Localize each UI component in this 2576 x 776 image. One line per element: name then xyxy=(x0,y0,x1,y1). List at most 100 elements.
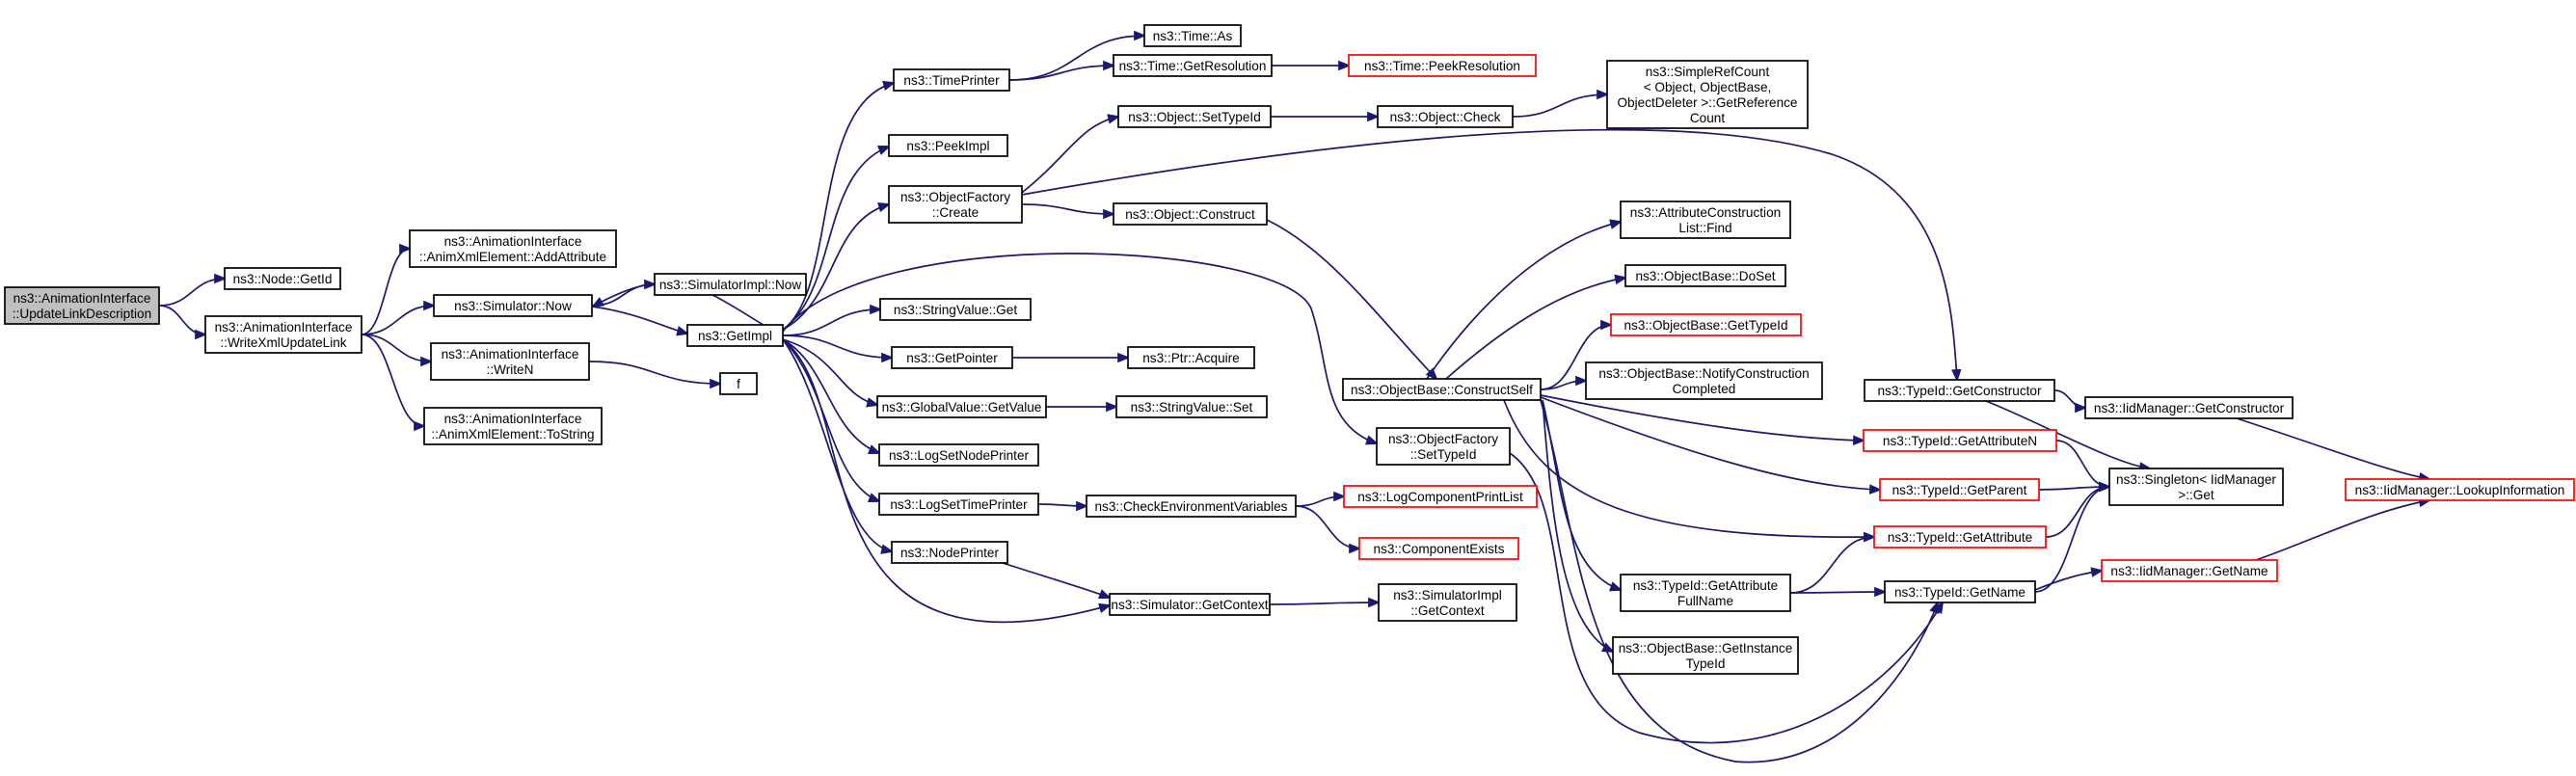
call-edge xyxy=(1045,401,1119,413)
graph-node-object-construct[interactable]: ns3::Object::Construct xyxy=(1113,202,1268,226)
graph-node-time-as[interactable]: ns3::Time::As xyxy=(1143,24,1242,47)
call-edge xyxy=(1295,505,1362,554)
graph-node-typeid-get-name[interactable]: ns3::TypeId::GetName xyxy=(1884,580,2036,603)
node-label-line: ns3::Time::GetResolution xyxy=(1119,59,1267,73)
graph-node-log-component-print-list[interactable]: ns3::LogComponentPrintList xyxy=(1343,485,1538,508)
graph-node-objectbase-doset[interactable]: ns3::ObjectBase::DoSet xyxy=(1624,264,1786,287)
node-label-line: ::WriteN xyxy=(487,362,534,377)
graph-node-objectbase-gettypeid[interactable]: ns3::ObjectBase::GetTypeId xyxy=(1610,313,1802,336)
graph-node-peek-impl[interactable]: ns3::PeekImpl xyxy=(888,134,1008,157)
call-edge-line xyxy=(1269,602,1380,605)
node-label-line: ns3::TypeId::GetAttributeN xyxy=(1883,434,2037,448)
node-label-line: ns3::ObjectBase::ConstructSelf xyxy=(1351,383,1533,397)
call-edge-arrowhead xyxy=(870,304,883,315)
graph-node-log-set-node-printer[interactable]: ns3::LogSetNodePrinter xyxy=(878,443,1039,467)
graph-node-typeid-get-attribute-n[interactable]: ns3::TypeId::GetAttributeN xyxy=(1863,429,2057,452)
graph-node-node-getid[interactable]: ns3::Node::GetId xyxy=(224,267,341,290)
node-box xyxy=(1863,429,2057,452)
call-edge-arrowhead xyxy=(214,273,228,284)
graph-node-write-xml-update-link[interactable]: ns3::AnimationInterface::WriteXmlUpdateL… xyxy=(204,315,362,354)
graph-node-log-set-time-printer[interactable]: ns3::LogSetTimePrinter xyxy=(878,493,1039,516)
node-box xyxy=(2101,559,2278,582)
node-box xyxy=(1377,105,1514,128)
graph-node-iidmanager-get-constructor[interactable]: ns3::IidManager::GetConstructor xyxy=(2084,396,2294,419)
graph-node-typeid-get-parent[interactable]: ns3::TypeId::GetParent xyxy=(1879,478,2040,501)
graph-node-check-env-vars[interactable]: ns3::CheckEnvironmentVariables xyxy=(1086,495,1297,518)
node-box xyxy=(1620,201,1791,239)
graph-node-object-factory-settypeid[interactable]: ns3::ObjectFactory::SetTypeId xyxy=(1376,427,1511,466)
node-label-line: ns3::Time::PeekResolution xyxy=(1364,59,1520,73)
graph-node-simple-ref-count[interactable]: ns3::SimpleRefCount< Object, ObjectBase,… xyxy=(1606,60,1809,129)
call-edge xyxy=(1542,399,1616,654)
node-label-line: ns3::CheckEnvironmentVariables xyxy=(1095,499,1288,514)
graph-node-write-n[interactable]: ns3::AnimationInterface::WriteN xyxy=(430,342,590,381)
call-edge-line xyxy=(1509,452,1944,744)
graph-node-f[interactable]: f xyxy=(719,372,758,395)
node-label-line: ns3::ObjectFactory xyxy=(900,190,1010,204)
graph-node-simulator-now[interactable]: ns3::Simulator::Now xyxy=(433,294,593,317)
call-edge-arrowhead xyxy=(399,243,413,254)
graph-node-objectbase-construct-self[interactable]: ns3::ObjectBase::ConstructSelf xyxy=(1342,378,1542,401)
graph-node-global-value-getvalue[interactable]: ns3::GlobalValue::GetValue xyxy=(876,395,1047,418)
node-box xyxy=(430,342,590,381)
graph-node-get-pointer[interactable]: ns3::GetPointer xyxy=(891,346,1013,369)
call-edge-line xyxy=(1789,591,1886,594)
call-edge xyxy=(1789,586,1888,598)
graph-node-object-check[interactable]: ns3::Object::Check xyxy=(1377,105,1514,128)
call-edge-line xyxy=(1512,94,1608,118)
node-label-line: ::WriteXmlUpdateLink xyxy=(220,335,346,350)
graph-node-to-string[interactable]: ns3::AnimationInterface::AnimXmlElement:… xyxy=(423,407,603,445)
node-label-line: ns3::AnimationInterface xyxy=(215,320,353,334)
graph-node-singleton-get[interactable]: ns3::Singleton< IidManager>::Get xyxy=(2108,468,2284,506)
graph-node-time-printer[interactable]: ns3::TimePrinter xyxy=(893,68,1010,92)
graph-node-iidmanager-lookup-information[interactable]: ns3::IidManager::LookupInformation xyxy=(2345,478,2575,501)
graph-node-object-settypeid[interactable]: ns3::Object::SetTypeId xyxy=(1117,105,1272,128)
node-label-line: ns3::Singleton< IidManager xyxy=(2116,472,2276,487)
node-box xyxy=(2108,468,2284,506)
node-box xyxy=(1884,580,2036,603)
call-edge xyxy=(1021,203,1116,220)
graph-node-time-peek-resolution[interactable]: ns3::Time::PeekResolution xyxy=(1348,54,1537,77)
graph-node-time-get-resolution[interactable]: ns3::Time::GetResolution xyxy=(1113,54,1273,77)
node-box xyxy=(891,541,1008,564)
graph-node-string-value-set[interactable]: ns3::StringValue::Set xyxy=(1115,395,1268,418)
call-edge-arrowhead xyxy=(1367,111,1381,122)
graph-node-ptr-acquire[interactable]: ns3::Ptr::Acquire xyxy=(1127,346,1255,369)
call-edge-line xyxy=(1503,399,1875,538)
graph-node-typeid-get-constructor[interactable]: ns3::TypeId::GetConstructor xyxy=(1864,379,2055,402)
graph-node-simulatorimpl-get-context[interactable]: ns3::SimulatorImpl::GetContext xyxy=(1378,583,1517,622)
call-edge xyxy=(782,338,895,554)
call-edge-line xyxy=(1789,536,1875,594)
node-label-line: ns3::LogSetNodePrinter xyxy=(889,448,1030,463)
call-edge xyxy=(1021,114,1121,194)
call-edge-arrowhead xyxy=(1600,319,1614,331)
call-edge-line xyxy=(1540,396,1881,491)
graph-node-component-exists[interactable]: ns3::ComponentExists xyxy=(1358,537,1519,560)
node-box xyxy=(204,315,362,354)
graph-node-root[interactable]: ns3::AnimationInterface::UpdateLinkDescr… xyxy=(4,286,160,325)
call-edge-arrowhead xyxy=(1575,375,1589,387)
node-box xyxy=(1348,54,1537,77)
call-edge xyxy=(1011,352,1131,363)
graph-node-string-value-get[interactable]: ns3::StringValue::Get xyxy=(879,298,1032,321)
graph-node-iidmanager-get-name[interactable]: ns3::IidManager::GetName xyxy=(2101,559,2278,582)
call-edge xyxy=(1512,89,1610,118)
graph-node-node-printer[interactable]: ns3::NodePrinter xyxy=(891,541,1008,564)
node-box xyxy=(878,443,1039,467)
graph-node-objectbase-notify-construction[interactable]: ns3::ObjectBase::NotifyConstructionCompl… xyxy=(1585,361,1823,400)
call-edge-line xyxy=(591,306,688,334)
graph-node-object-factory-create[interactable]: ns3::ObjectFactory::Create xyxy=(888,185,1023,224)
graph-node-add-attribute[interactable]: ns3::AnimationInterface::AnimXmlElement:… xyxy=(409,229,617,268)
graph-node-get-impl[interactable]: ns3::GetImpl xyxy=(686,324,784,347)
call-edge-arrowhead xyxy=(1868,484,1883,495)
graph-node-typeid-get-attribute[interactable]: ns3::TypeId::GetAttribute xyxy=(1873,525,2047,549)
graph-node-simulator-get-context[interactable]: ns3::Simulator::GetContext xyxy=(1109,593,1271,616)
call-edge-line xyxy=(782,338,1111,624)
call-edge xyxy=(782,338,1113,624)
graph-node-simulatorimpl-now[interactable]: ns3::SimulatorImpl::Now xyxy=(654,273,807,296)
call-edge-line xyxy=(2034,486,2110,593)
